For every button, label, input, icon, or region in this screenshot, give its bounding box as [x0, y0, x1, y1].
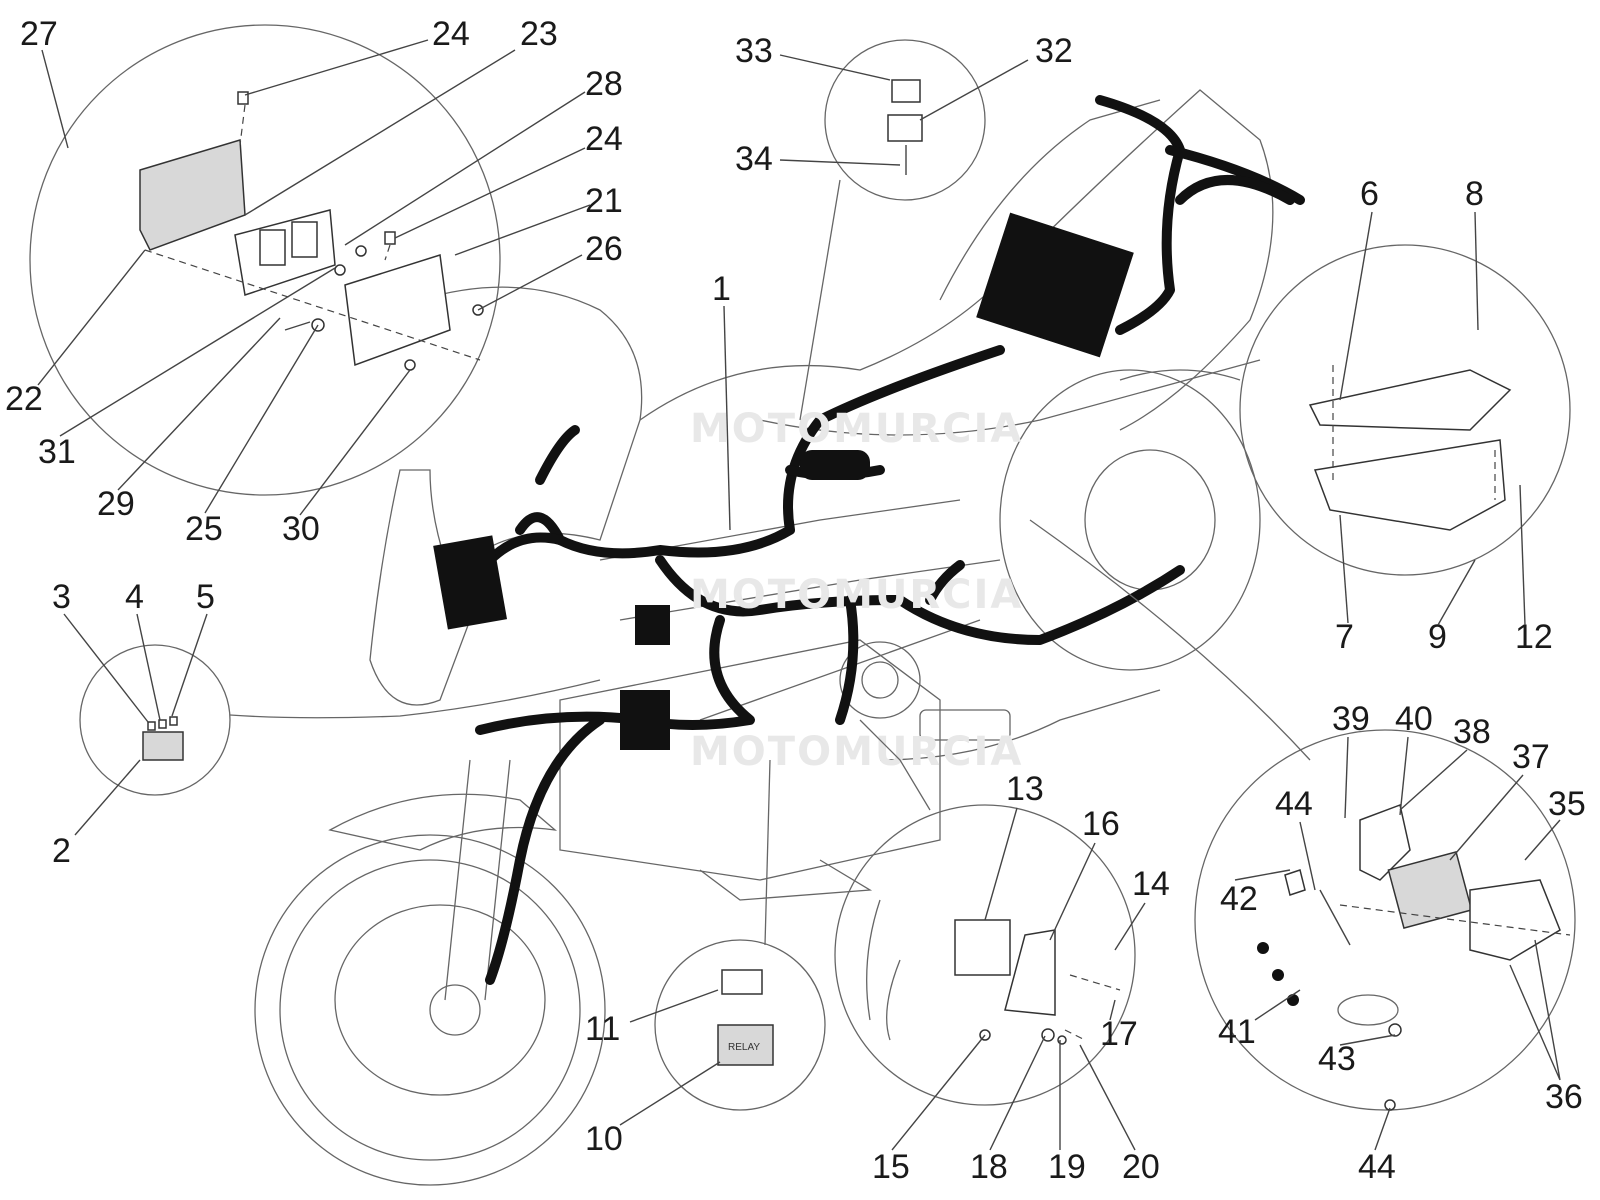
fuse-detail: [79, 644, 601, 796]
callout-4: 4: [125, 578, 144, 616]
callout-36: 36: [1545, 1078, 1583, 1116]
callout-21: 21: [585, 182, 623, 220]
actuator: [1387, 851, 1473, 929]
callout-43: 43: [1318, 1040, 1356, 1078]
callout-15: 15: [872, 1148, 910, 1186]
cover-detail: [1119, 244, 1571, 576]
ecu-detail: [29, 24, 501, 496]
watermark: MOTOMURCIA: [690, 406, 1023, 452]
callout-37: 37: [1512, 738, 1550, 776]
callout-25: 25: [185, 510, 223, 548]
sensor-detail: [834, 719, 1136, 1106]
callout-19: 19: [1048, 1148, 1086, 1186]
callout-30: 30: [282, 510, 320, 548]
callout-1: 1: [712, 270, 731, 308]
callout-42: 42: [1220, 880, 1258, 918]
sensor-unit: [954, 919, 1011, 976]
harness-connectors: [433, 212, 1134, 750]
lower-cover: [1313, 439, 1506, 531]
relay-pair: [721, 969, 763, 995]
leader-lines: [37, 39, 1561, 1151]
callout-44: 44: [1275, 785, 1313, 823]
callout-24: 24: [432, 15, 470, 53]
callout-3: 3: [52, 578, 71, 616]
callout-7: 7: [1335, 618, 1354, 656]
callout-33: 33: [735, 32, 773, 70]
callout-40: 40: [1395, 700, 1433, 738]
ecu-cover: [139, 139, 246, 251]
wiring-harness: [475, 95, 1305, 985]
callout-35: 35: [1548, 785, 1586, 823]
ecu-bracket: [344, 254, 451, 367]
callout-28: 28: [585, 65, 623, 103]
callout-10: 10: [585, 1120, 623, 1158]
relay-holder: [891, 79, 921, 103]
relay-unit: [887, 114, 923, 142]
upper-cover: [1308, 369, 1512, 431]
callout-13: 13: [1006, 770, 1044, 808]
fuse-box: [142, 731, 184, 761]
relay-top-detail: [799, 39, 986, 421]
relay-box: [717, 1024, 774, 1066]
callout-14: 14: [1132, 865, 1170, 903]
callout-38: 38: [1453, 713, 1491, 751]
callout-9: 9: [1428, 618, 1447, 656]
callout-18: 18: [970, 1148, 1008, 1186]
callout-41: 41: [1218, 1013, 1256, 1051]
callout-17: 17: [1100, 1015, 1138, 1053]
callouts: 1 2 3 4 5 6 7 8 9 10 11 12 13 14 15 16 1…: [5, 15, 1586, 1186]
callout-29: 29: [97, 485, 135, 523]
callout-22: 22: [5, 380, 43, 418]
callout-24: 24: [585, 120, 623, 158]
callout-31: 31: [38, 433, 76, 471]
callout-23: 23: [520, 15, 558, 53]
watermark: MOTOMURCIA: [690, 729, 1023, 775]
callout-8: 8: [1465, 175, 1484, 213]
bracket-plate: [1359, 803, 1411, 881]
callout-16: 16: [1082, 805, 1120, 843]
callout-34: 34: [735, 140, 773, 178]
callout-6: 6: [1360, 175, 1379, 213]
relay-bottom-detail: RELAY: [654, 759, 826, 1111]
callout-32: 32: [1035, 32, 1073, 70]
callout-2: 2: [52, 832, 71, 870]
callout-11: 11: [585, 1010, 620, 1048]
callout-5: 5: [196, 578, 215, 616]
callout-27: 27: [20, 15, 58, 53]
watermark: MOTOMURCIA: [690, 572, 1023, 618]
callout-39: 39: [1332, 700, 1370, 738]
sensor-bracket: [1004, 929, 1056, 1016]
callout-44: 44: [1358, 1148, 1396, 1186]
relay-text: RELAY: [728, 1042, 760, 1053]
callout-12: 12: [1515, 618, 1553, 656]
throttle-cover: [1469, 879, 1561, 961]
callout-26: 26: [585, 230, 623, 268]
callout-20: 20: [1122, 1148, 1160, 1186]
